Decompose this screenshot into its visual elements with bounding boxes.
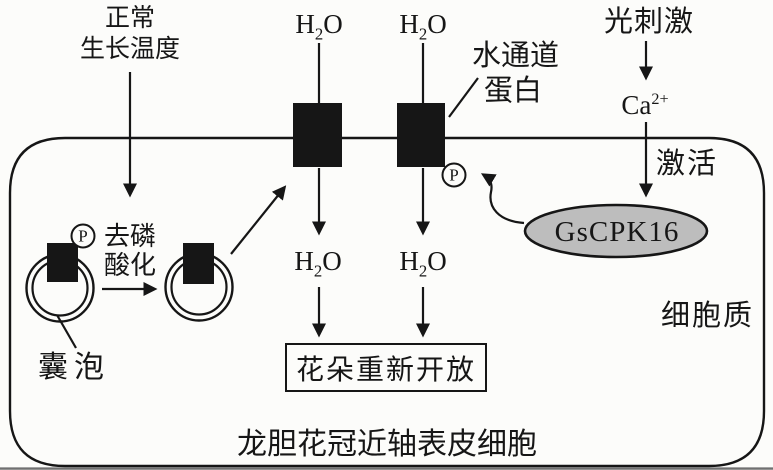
flower-reopen-box: 花朵重新开放: [285, 343, 487, 392]
dephosphorylation-line2: 酸化: [104, 251, 157, 280]
vesicle-left-channel: [47, 243, 78, 282]
vesicle-label: 囊泡: [38, 351, 110, 384]
aquaporin-label-line1: 水通道: [472, 40, 560, 72]
normal-growth-temperature-line1: 正常: [104, 5, 156, 32]
cytoplasm-label: 细胞质: [661, 300, 755, 332]
normal-growth-temperature-line2: 生长温度: [79, 36, 181, 63]
h2o-label-outside-left: H2O: [295, 9, 343, 44]
calcium-ion-label: Ca2+: [621, 90, 669, 120]
dephosphorylation-label: 去磷 酸化: [104, 222, 156, 280]
normal-growth-temperature-label: 正常 生长温度: [80, 3, 180, 65]
aquaporin-channel-right: [397, 103, 445, 167]
kinase-to-phosphate-arrow: [480, 173, 525, 225]
vesicle-to-membrane-arrow: [230, 185, 287, 255]
activate-label: 激活: [656, 148, 719, 180]
cell-membrane: [8, 136, 766, 468]
phosphate-badge-channel-circle: [441, 162, 467, 188]
kinase-label: GsCPK16: [554, 215, 680, 248]
aquaporin-pointer-line: [448, 77, 479, 118]
aquaporin-channel-left: [293, 103, 342, 167]
cell-caption: 龙胆花冠近轴表皮细胞: [237, 428, 537, 461]
vesicle-right-channel: [183, 243, 214, 284]
phosphate-badge-vesicle-circle: [70, 223, 96, 249]
h2o-label-inside-left: H2O: [294, 246, 342, 281]
phosphate-badge-channel-label: P: [449, 165, 459, 185]
dephosphorylation-line1: 去磷: [104, 222, 157, 251]
h2o-label-inside-right: H2O: [399, 246, 447, 281]
phosphate-badge-vesicle-label: P: [78, 226, 88, 246]
light-stimulus-label: 光刺激: [604, 6, 695, 38]
aquaporin-label-line2: 蛋白: [484, 75, 543, 107]
h2o-label-outside-right: H2O: [399, 9, 447, 44]
kinase-ellipse: [523, 203, 709, 259]
aquaporin-label: 水通道 蛋白: [472, 39, 559, 109]
